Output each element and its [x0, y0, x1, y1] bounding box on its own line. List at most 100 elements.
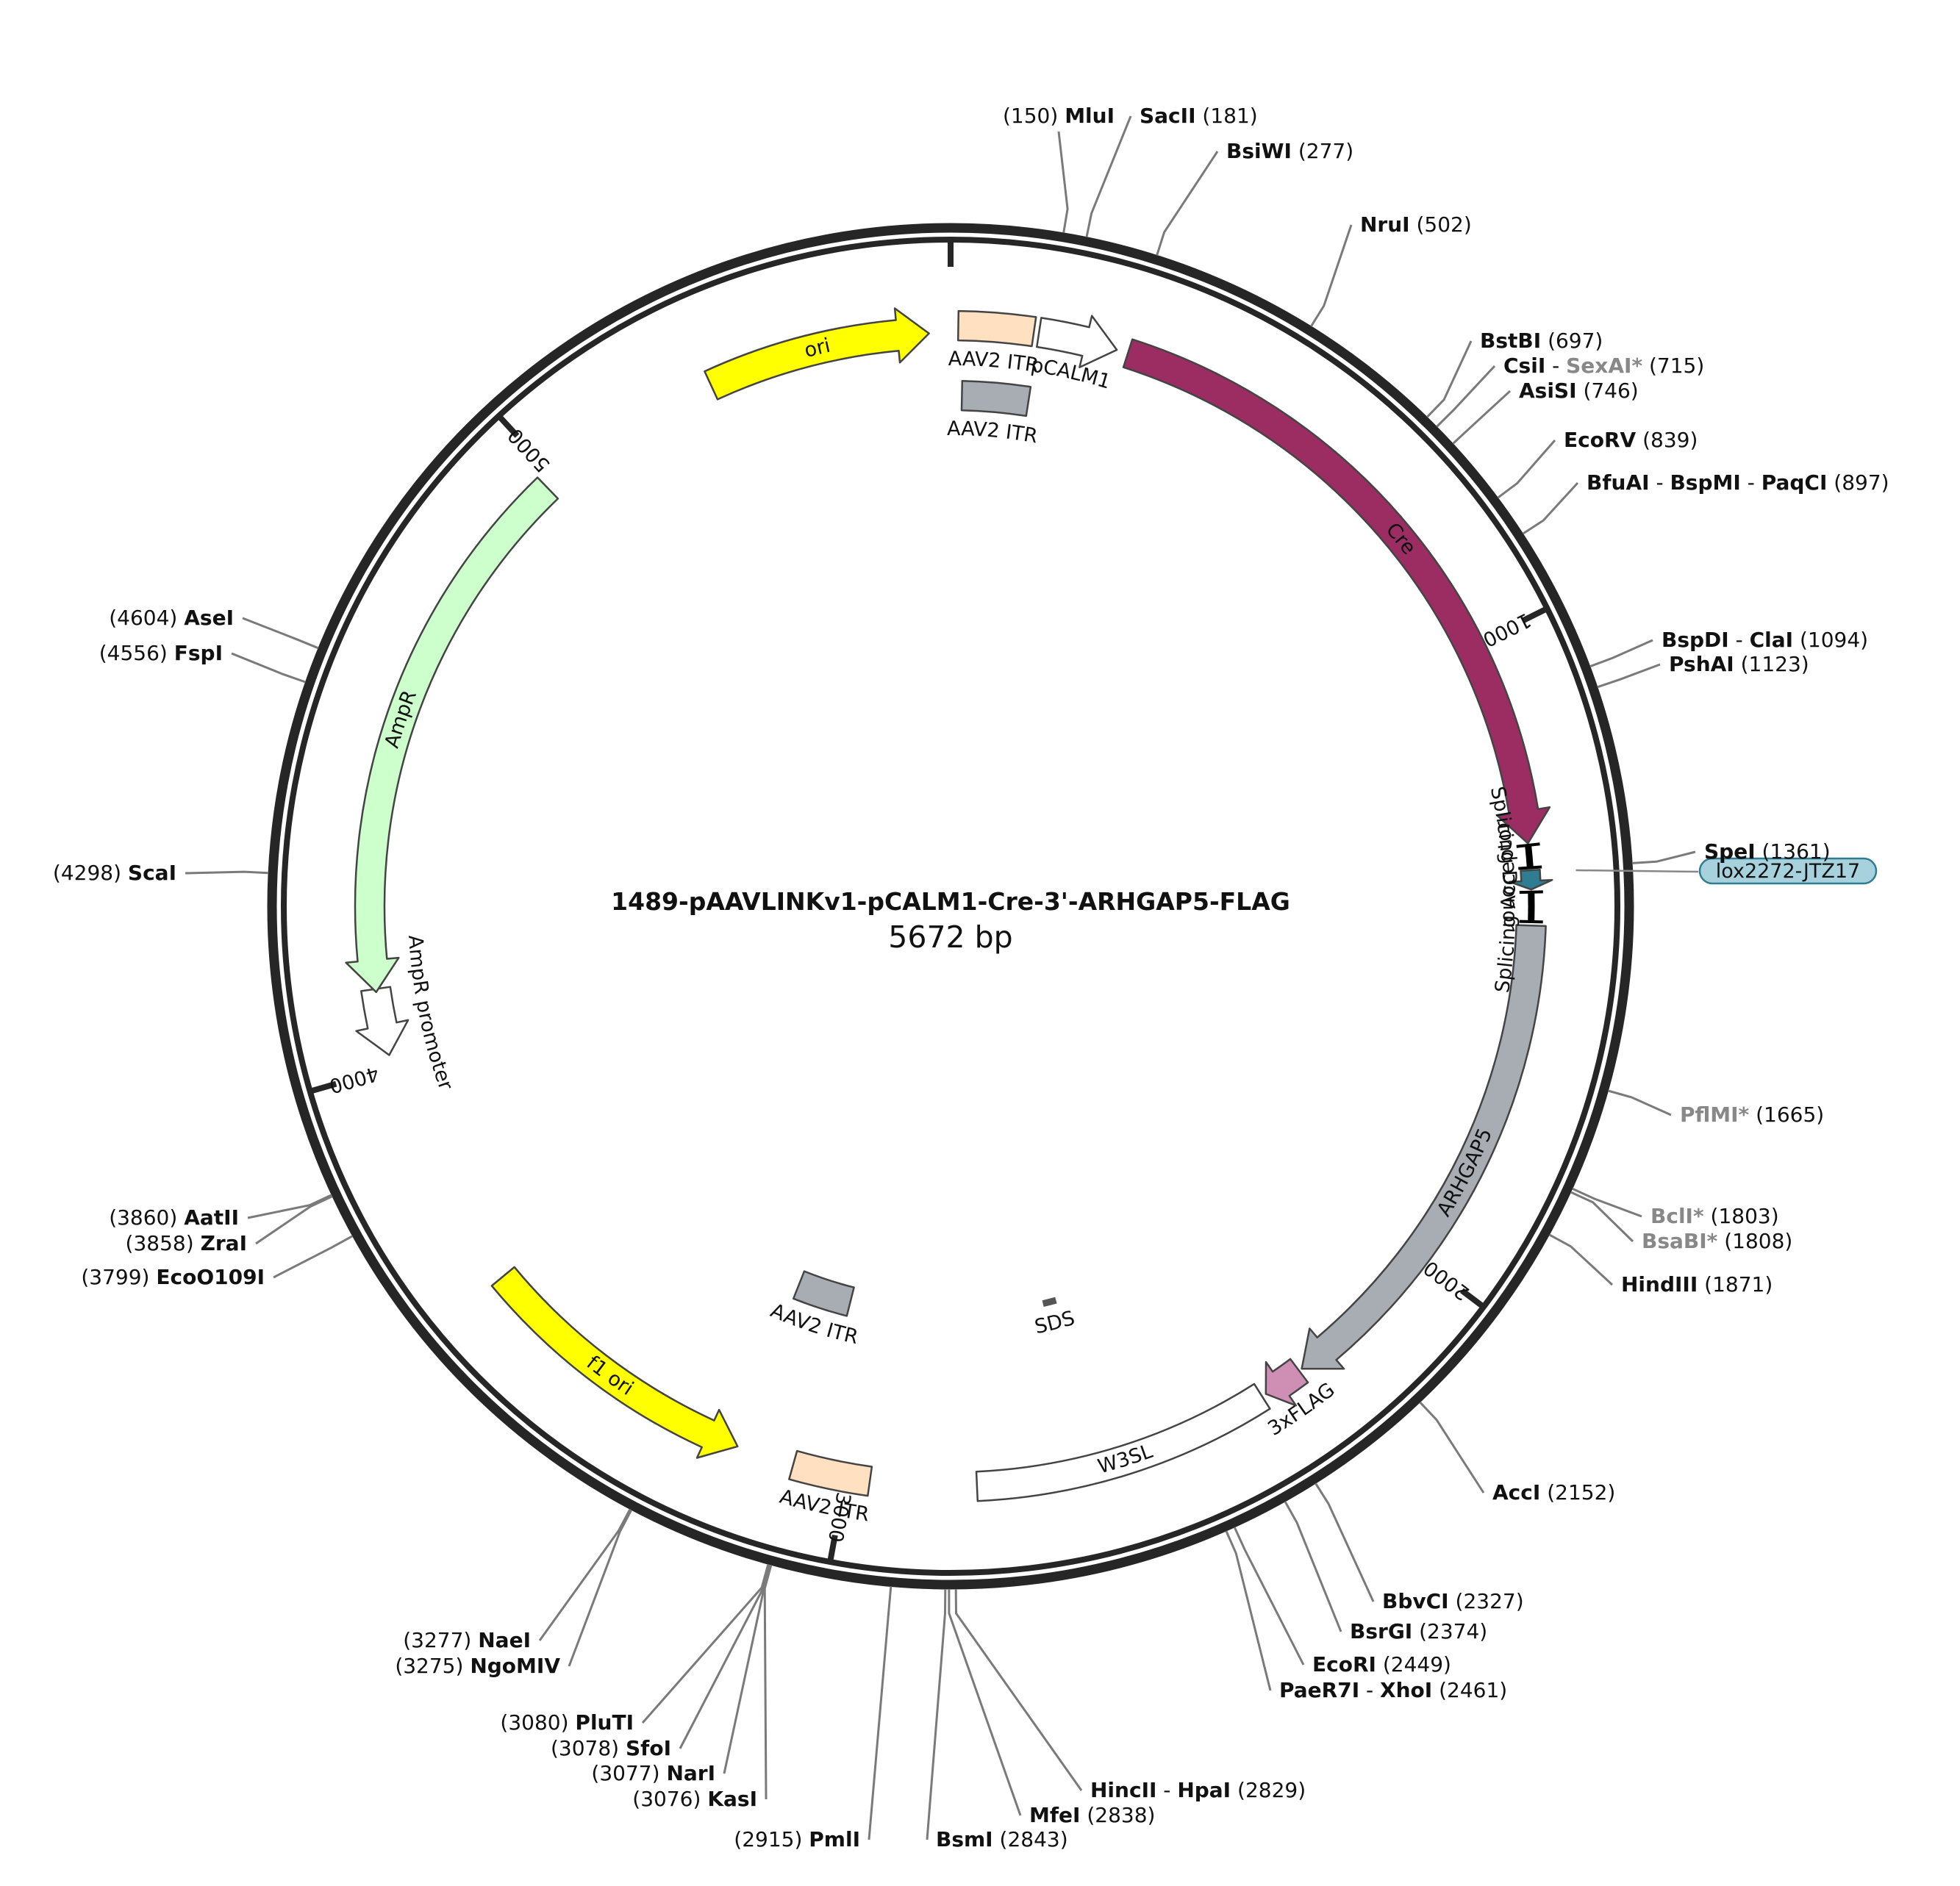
site-label-sacii: SacII (181)	[1140, 104, 1258, 128]
site-position: (2152)	[1547, 1480, 1615, 1505]
enzyme-name: ScaI	[128, 861, 176, 885]
enzyme-name: HincII	[1090, 1778, 1156, 1802]
enzyme-name: PluTI	[575, 1710, 634, 1735]
aav2-itr-2-label-text: AAV2 ITR	[947, 417, 1040, 448]
enzyme-name: EcoRV	[1564, 428, 1637, 452]
arhgap5-feature	[1301, 924, 1547, 1370]
site-label-bsmi: BsmI (2843)	[936, 1827, 1068, 1851]
splicing-donor-cap	[1516, 842, 1540, 848]
site-label-hindiii: HindIII (1871)	[1621, 1272, 1773, 1297]
site-label-pshai: PshAI (1123)	[1669, 652, 1809, 676]
lox-feature	[1509, 868, 1553, 891]
site-position: (3080)	[500, 1710, 568, 1735]
enzyme-name: NruI	[1360, 212, 1410, 237]
site-leader-sfoi	[679, 1564, 771, 1749]
enzyme-name: SacII	[1140, 104, 1196, 128]
flag-feature	[1265, 1358, 1309, 1407]
enzyme-name: BsaBI*	[1642, 1229, 1718, 1253]
site-label-nrui: NruI (502)	[1360, 212, 1472, 237]
site-position: (3799)	[81, 1265, 149, 1289]
site-leader-csii	[1436, 365, 1496, 428]
site-leader-mfei	[948, 1589, 1022, 1816]
site-label-bspdi: BspDI - ClaI (1094)	[1662, 628, 1868, 652]
site-position: (4298)	[53, 861, 121, 885]
sds-feature	[1042, 1297, 1057, 1307]
site-label-ecoo109i: (3799) EcoO109I	[81, 1265, 265, 1289]
site-leader-aatii	[247, 1194, 332, 1219]
site-leader-pmli	[868, 1586, 893, 1840]
ori-feature	[704, 307, 930, 401]
site-label-kasi: (3076) KasI	[632, 1787, 757, 1811]
enzyme-name: BstBI	[1480, 329, 1541, 353]
pcalm1-label-text: pCALM1	[1029, 354, 1113, 393]
plasmid-size: 5672 bp	[888, 919, 1012, 955]
enzyme-name: SexAI*	[1566, 354, 1642, 378]
backbone-outer-ring	[267, 223, 1634, 1590]
site-leader-nari	[723, 1564, 772, 1774]
site-leader-zrai	[255, 1195, 333, 1245]
site-label-bsrgi: BsrGI (2374)	[1350, 1619, 1487, 1643]
enzyme-name: AsiSI	[1519, 379, 1577, 403]
site-label-aatii: (3860) AatII	[109, 1205, 239, 1230]
splicing-acceptor-label-text: Splicing Acceptor	[1491, 819, 1520, 994]
aav2-itr-1-feature	[956, 309, 1037, 348]
enzyme-name: NgoMIV	[470, 1654, 560, 1678]
enzyme-name: NaeI	[478, 1628, 531, 1652]
site-label-bsiwi: BsiWI (277)	[1226, 139, 1353, 163]
site-leader-mlui	[1057, 131, 1069, 234]
enzyme-name: PshAI	[1669, 652, 1734, 676]
enzyme-name: ClaI	[1750, 628, 1793, 652]
site-position: (181)	[1202, 104, 1257, 128]
lox-label-box	[1698, 857, 1878, 885]
site-position: (2449)	[1383, 1652, 1451, 1677]
site-label-scai: (4298) ScaI	[53, 861, 176, 885]
site-label-bsabi: BsaBI* (1808)	[1642, 1229, 1792, 1253]
site-position: (3078)	[551, 1736, 619, 1760]
site-leader-ngomiv	[568, 1509, 633, 1667]
site-label-csii: CsiI - SexAI* (715)	[1503, 354, 1704, 378]
enzyme-name: EcoO109I	[156, 1265, 265, 1289]
site-label-paer7i: PaeR7I - XhoI (2461)	[1279, 1678, 1507, 1702]
enzyme-name: KasI	[707, 1787, 757, 1811]
tick-mark-3000	[827, 1534, 838, 1563]
site-leader-paer7i	[1225, 1530, 1272, 1691]
enzyme-name: BspDI	[1662, 628, 1729, 652]
site-leader-pflmi	[1607, 1089, 1672, 1116]
site-leader-asisi	[1452, 390, 1512, 445]
site-position: (3077)	[591, 1761, 659, 1785]
site-leader-bstbi	[1426, 340, 1473, 418]
site-label-ecori: EcoRI (2449)	[1312, 1652, 1451, 1677]
site-label-fspi: (4556) FspI	[99, 641, 223, 665]
aav2-itr-1-label-text: AAV2 ITR	[948, 347, 1041, 377]
site-position: (4556)	[99, 641, 168, 665]
site-leader-spei	[1632, 850, 1696, 864]
site-label-bcli: BclI* (1803)	[1650, 1204, 1779, 1228]
ampr-promoter-feature	[355, 986, 409, 1056]
site-leader-bspdi	[1589, 639, 1653, 668]
site-leader-lines	[185, 115, 1696, 1840]
enzyme-name: XhoI	[1380, 1678, 1432, 1702]
site-label-asisi: AsiSI (746)	[1519, 379, 1639, 403]
enzyme-name: PmlI	[809, 1827, 860, 1851]
site-label-ecorv: EcoRV (839)	[1564, 428, 1698, 452]
ampr-promoter-label-text: AmpR promoter	[404, 934, 458, 1093]
site-label-bstbi: BstBI (697)	[1480, 329, 1603, 353]
enzyme-name: BspMI	[1670, 470, 1740, 495]
site-label-spei: SpeI (1361)	[1704, 839, 1831, 864]
site-position: (3076)	[632, 1787, 701, 1811]
site-leader-fspi	[231, 652, 306, 684]
site-leader-hindiii	[1548, 1233, 1614, 1286]
cre-feature	[1122, 338, 1551, 845]
site-position: (1094)	[1800, 628, 1868, 652]
site-leader-bsiwi	[1156, 151, 1219, 256]
enzyme-name: AatII	[184, 1205, 239, 1230]
site-position: (746)	[1583, 379, 1638, 403]
site-position: (2843)	[1000, 1827, 1068, 1851]
enzyme-name: BclI*	[1650, 1204, 1704, 1228]
enzyme-name: AccI	[1492, 1480, 1540, 1505]
enzyme-name: ZraI	[201, 1231, 247, 1255]
tick-mark-2000	[1459, 1288, 1486, 1310]
site-position: (1808)	[1724, 1229, 1792, 1253]
